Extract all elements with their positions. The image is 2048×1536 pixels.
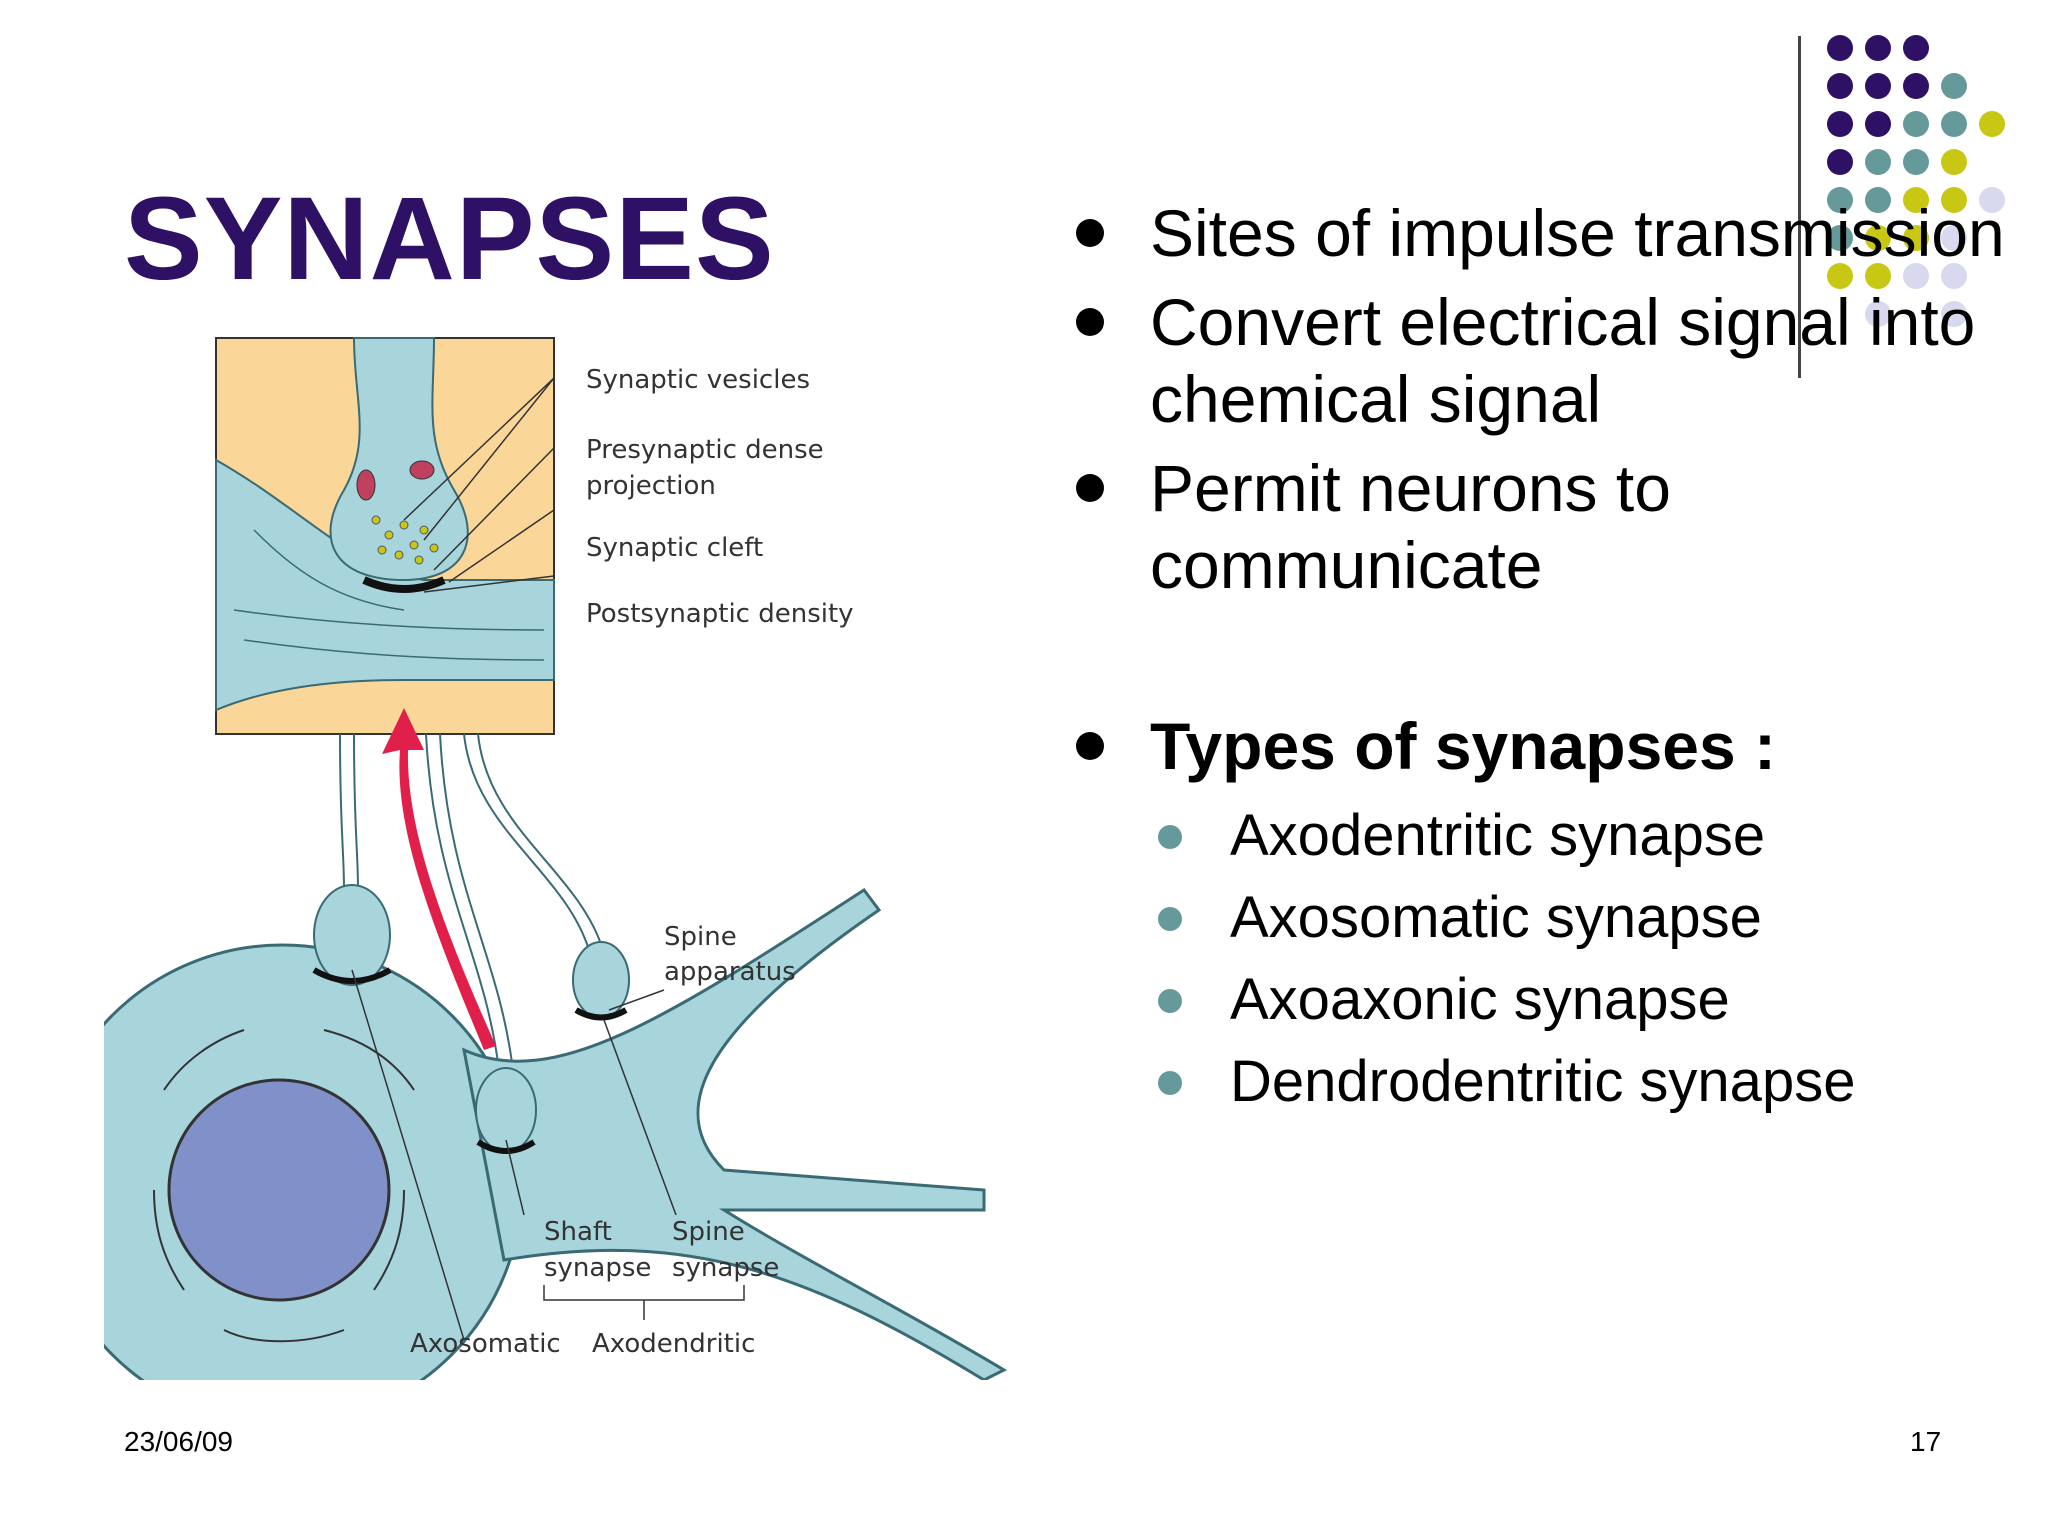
decorative-dot (1865, 187, 1891, 213)
decorative-dot (1865, 35, 1891, 61)
bullet-text: Sites of impulse transmission (1150, 196, 2005, 270)
decorative-dot (1827, 225, 1853, 251)
axon-processes (339, 733, 604, 1071)
label-spine: Spine (664, 922, 737, 952)
label-shaft-synapse: synapse (544, 1253, 651, 1283)
sub-bullet-text: Dendrodentritic synapse (1230, 1049, 1856, 1114)
decorative-dot (1865, 301, 1891, 327)
sub-bullet-item: Axoaxonic synapse (1150, 959, 2030, 1041)
bullet-list: Sites of impulse transmission Convert el… (1070, 195, 2030, 1135)
bullet-dot-icon (1076, 474, 1104, 502)
decorative-dot (1865, 149, 1891, 175)
lower-leader-lines (351, 969, 745, 1341)
label-presynaptic-projection: projection (586, 471, 716, 501)
label-shaft: Shaft (544, 1217, 612, 1247)
label-postsynaptic-density: Postsynaptic density (586, 599, 854, 629)
synaptic-cleft-mark (362, 576, 446, 593)
decorative-dot (1827, 149, 1853, 175)
decorative-dot (1903, 111, 1929, 137)
decorative-dot (1979, 187, 2005, 213)
sub-bullet-item: Dendrodentritic synapse (1150, 1041, 2030, 1123)
vertical-divider (1798, 36, 1801, 378)
sub-bullet-item: Axosomatic synapse (1150, 877, 2030, 959)
synapse-diagram: Synaptic vesicles Presynaptic dense proj… (104, 337, 1008, 1380)
types-heading: Types of synapses : (1150, 709, 1777, 783)
decorative-dot (1903, 73, 1929, 99)
slide-title: SYNAPSES (124, 173, 775, 305)
bullet-dot-icon (1076, 219, 1104, 247)
sub-bullet-item: Axodentritic synapse (1150, 795, 2030, 877)
decorative-dot (1827, 187, 1853, 213)
decorative-dot (1941, 187, 1967, 213)
inset-axon-terminal (329, 337, 469, 582)
sub-bullet-dot-icon (1158, 825, 1182, 849)
decorative-dot (1865, 263, 1891, 289)
magnification-arrow (382, 708, 496, 1050)
label-axodendritic: Axodendritic (592, 1329, 755, 1359)
decorative-dot (1865, 73, 1891, 99)
decorative-dot (1941, 111, 1967, 137)
synaptic-vesicles-cluster (371, 515, 439, 565)
decorative-dot (1827, 111, 1853, 137)
nucleus (167, 1078, 391, 1302)
decorative-dot (1827, 35, 1853, 61)
decorative-dot (1979, 111, 2005, 137)
decorative-dot (1941, 225, 1967, 251)
decorative-dot (1903, 225, 1929, 251)
sub-bullet-text: Axodentritic synapse (1230, 803, 1766, 868)
bullet-text: Permit neurons to communicate (1150, 451, 1671, 602)
label-spine-synapse: synapse (672, 1253, 779, 1283)
synapse-mark (476, 1139, 536, 1154)
inset-leader-lines (403, 377, 555, 593)
mitochondrion-shape (409, 460, 435, 480)
bullet-text: Convert electrical signal into chemical … (1150, 285, 1976, 436)
decorative-dot (1903, 187, 1929, 213)
bullet-item: Sites of impulse transmission (1070, 195, 2030, 272)
label-spine-type: Spine (672, 1217, 745, 1247)
bullet-item: Convert electrical signal into chemical … (1070, 284, 2030, 438)
sub-bullet-dot-icon (1158, 989, 1182, 1013)
decorative-dot (1903, 35, 1929, 61)
bullet-item: Permit neurons to communicate (1070, 450, 2030, 604)
decorative-dot-grid (1827, 35, 2005, 327)
inset-filament-lines (233, 529, 545, 661)
sub-bullet-dot-icon (1158, 1071, 1182, 1095)
decorative-dot (1903, 149, 1929, 175)
page-number: 17 (1910, 1426, 1942, 1457)
decorative-dot (1903, 263, 1929, 289)
decorative-dot (1827, 73, 1853, 99)
bullet-item-types: Types of synapses : Axodentritic synapse… (1070, 708, 2030, 1123)
types-sublist: Axodentritic synapse Axosomatic synapse … (1150, 795, 2030, 1123)
synapse-mark (574, 1007, 628, 1021)
axosomatic-bouton (313, 884, 391, 986)
decorative-dot (1941, 73, 1967, 99)
footer-date: 23/06/09 (124, 1426, 233, 1457)
shaft-bouton (475, 1067, 537, 1153)
label-presynaptic-dense: Presynaptic dense (586, 435, 824, 465)
label-synaptic-cleft: Synaptic cleft (586, 533, 763, 563)
decorative-dot (1865, 111, 1891, 137)
decorative-dot (1865, 225, 1891, 251)
decorative-dot (1941, 149, 1967, 175)
bullet-dot-icon (1076, 732, 1104, 760)
dendrite-trunk (461, 887, 1008, 1380)
mitochondrion-shape (356, 469, 376, 501)
synapse-mark (312, 967, 392, 984)
label-axosomatic: Axosomatic (410, 1329, 561, 1359)
sub-bullet-dot-icon (1158, 907, 1182, 931)
decorative-dot (1827, 263, 1853, 289)
sub-bullet-text: Axoaxonic synapse (1230, 967, 1730, 1032)
spine-bouton (572, 941, 630, 1019)
label-synaptic-vesicles: Synaptic vesicles (586, 365, 810, 395)
sub-bullet-text: Axosomatic synapse (1230, 885, 1762, 950)
decorative-dot (1941, 301, 1967, 327)
label-apparatus: apparatus (664, 957, 796, 987)
bullet-dot-icon (1076, 308, 1104, 336)
decorative-dot (1941, 263, 1967, 289)
